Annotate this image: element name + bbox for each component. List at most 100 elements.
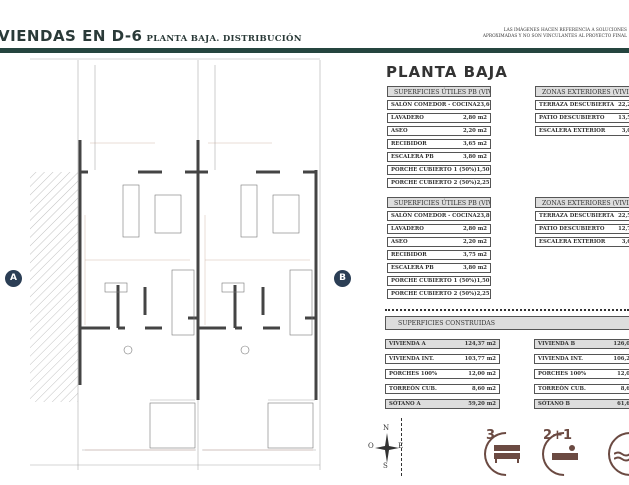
compass-s: S bbox=[383, 462, 388, 470]
bathrooms-count: 2+1 bbox=[543, 428, 572, 443]
exterior-b: ZONAS EXTERIORES (VIVIEN TERRAZA DESCUBI… bbox=[535, 197, 629, 247]
row-label: TORREÓN CUB. bbox=[538, 386, 586, 392]
row-value: 106,2 bbox=[613, 356, 629, 362]
row-label: ASEO bbox=[391, 239, 408, 245]
bathtub-icon bbox=[552, 445, 578, 460]
row-label: PORCHE CUBIERTO 1 (50%) bbox=[391, 167, 477, 173]
disclaimer-line: LAS IMÁGENES HACEN REFERENCIA A SOLUCION… bbox=[503, 28, 627, 33]
bedrooms-count: 3 bbox=[486, 428, 496, 443]
row-label: VIVIENDA A bbox=[389, 341, 426, 347]
exterior-b-header: ZONAS EXTERIORES (VIVIEN bbox=[535, 197, 629, 208]
table-row: PORCHE CUBIERTO 1 (50%)1,50 m2 bbox=[387, 165, 491, 175]
row-label: RECIBIDOR bbox=[391, 141, 427, 147]
title-text: VIENDAS EN D-6 bbox=[0, 27, 143, 45]
table-a: SUPERFICIES ÚTILES PB (VIVIENDA A) SALÓN… bbox=[387, 86, 491, 188]
row-value: 126,0 bbox=[613, 341, 629, 347]
row-value: 13,5 bbox=[618, 115, 629, 121]
row-value: 23,60 m2 - 12,25m2 bbox=[476, 102, 490, 108]
row-value: 1,50 m2 bbox=[476, 167, 490, 173]
header-bar bbox=[0, 48, 629, 53]
table-row: VIVIENDA INT. 103,77 m2 bbox=[385, 354, 500, 364]
row-label: SALÓN COMEDOR - COCINA bbox=[391, 102, 477, 108]
built-left: VIVIENDA A 124,37 m2 VIVIENDA INT. 103,77 m… bbox=[385, 334, 500, 409]
compass-e: E bbox=[398, 442, 404, 450]
hatched-neighbor bbox=[30, 172, 78, 402]
row-label: ESCALERA EXTERIOR bbox=[539, 128, 606, 134]
table-row: ESCALERA EXTERIOR 3,0 bbox=[535, 126, 629, 136]
furniture bbox=[104, 184, 314, 449]
marker-b: B bbox=[334, 270, 351, 287]
bed-icon bbox=[494, 445, 520, 463]
row-label: SÓTANO A bbox=[389, 401, 421, 407]
row-value: 22,2 bbox=[618, 102, 629, 108]
row-label: PORCHE CUBIERTO 1 (50%) bbox=[391, 278, 477, 284]
table-row: PORCHES 100%12,0 bbox=[534, 369, 629, 379]
row-value: 1,50 m2 bbox=[476, 278, 490, 284]
row-value: 12,7 bbox=[618, 226, 629, 232]
row-label: VIVIENDA INT. bbox=[389, 356, 435, 362]
section-title: PLANTA BAJA bbox=[386, 63, 508, 81]
dimension-lines bbox=[84, 142, 313, 451]
row-value: 2,80 m2 bbox=[462, 115, 487, 121]
row-value: 103,77 m2 bbox=[464, 356, 496, 362]
table-row: PORCHES 100% 12,00 m2 bbox=[385, 369, 500, 379]
row-value: 2,25 m2 bbox=[476, 180, 490, 186]
table-row: ESCALERA PB 3,80 m2 bbox=[387, 152, 491, 162]
row-value: 8,6 bbox=[620, 386, 629, 392]
row-label: PORCHES 100% bbox=[389, 371, 438, 377]
row-label: PORCHE CUBIERTO 2 (50%) bbox=[391, 291, 477, 297]
row-value: 124,37 m2 bbox=[464, 341, 496, 347]
row-value: 12,0 bbox=[617, 371, 629, 377]
row-label: PATIO DESCUBIERTO bbox=[539, 115, 605, 121]
row-value: 3,80 m2 bbox=[462, 154, 487, 160]
row-value: 2,25 m2 bbox=[476, 291, 490, 297]
row-value: 3,0 bbox=[621, 128, 629, 134]
row-label: VIVIENDA INT. bbox=[538, 356, 584, 362]
row-value: 12,00 m2 bbox=[468, 371, 496, 377]
table-row: LAVADERO 2,80 m2 bbox=[387, 113, 491, 123]
table-b-header: SUPERFICIES ÚTILES PB (VIVIENDA B) bbox=[387, 197, 491, 208]
row-value: 3,6 bbox=[621, 239, 629, 245]
table-row: PORCHE CUBIERTO 1 (50%)1,50 m2 bbox=[387, 276, 491, 286]
table-a-header: SUPERFICIES ÚTILES PB (VIVIENDA A) bbox=[387, 86, 491, 97]
row-label: TERRAZA DESCUBIERTA bbox=[539, 102, 615, 108]
table-b: SUPERFICIES ÚTILES PB (VIVIENDA B) SALÓN… bbox=[387, 197, 491, 299]
disclaimer: LAS IMÁGENES HACEN REFERENCIA A SOLUCION… bbox=[483, 28, 627, 40]
row-label: TORREÓN CUB. bbox=[389, 386, 437, 392]
subtitle: PLANTA BAJA. DISTRIBUCIÓN bbox=[146, 34, 302, 44]
pool-swimmer-icon bbox=[614, 451, 629, 462]
row-value: 2,20 m2 bbox=[462, 128, 487, 134]
row-value: 3,80 m2 bbox=[462, 265, 487, 271]
row-label: PORCHE CUBIERTO 2 (50%) bbox=[391, 180, 477, 186]
exterior-a: ZONAS EXTERIORES (VIVIEN TERRAZA DESCUBI… bbox=[535, 86, 629, 136]
table-row: PATIO DESCUBIERTO 13,5 bbox=[535, 113, 629, 123]
row-label: LAVADERO bbox=[391, 115, 424, 121]
row-value: 61,6 bbox=[617, 401, 629, 407]
table-row: VIVIENDA A 124,37 m2 bbox=[385, 339, 500, 349]
marker-a: A bbox=[5, 270, 22, 287]
dashed-divider bbox=[401, 418, 402, 476]
table-row: TORREÓN CUB.8,60 m2 bbox=[385, 384, 500, 394]
table-row: TORREÓN CUB. 8,6 bbox=[534, 384, 629, 394]
row-label: SÓTANO B bbox=[538, 401, 570, 407]
row-label: LAVADERO bbox=[391, 226, 424, 232]
table-row: PORCHE CUBIERTO 2 (50%)2,25 m2 bbox=[387, 289, 491, 299]
row-value: 22,5 bbox=[618, 213, 629, 219]
row-label: SALÓN COMEDOR - COCINA bbox=[391, 213, 477, 219]
table-row: SÓTANO B 61,6 bbox=[534, 399, 629, 409]
row-label: ESCALERA PB bbox=[391, 154, 434, 160]
